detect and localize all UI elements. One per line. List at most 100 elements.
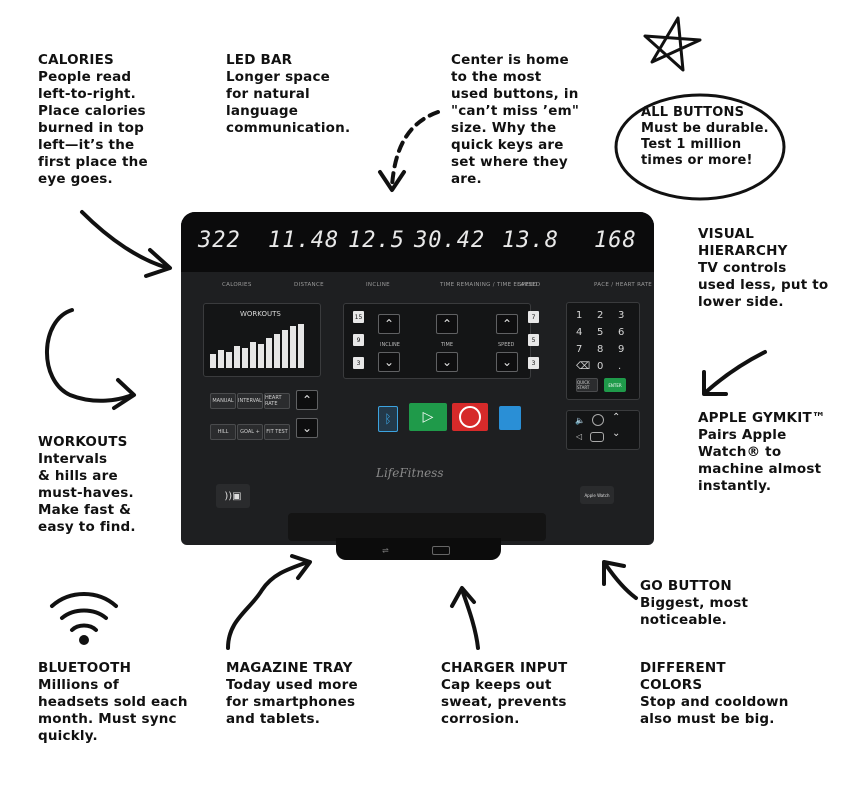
keypad-key-0[interactable]: 0 xyxy=(597,361,604,372)
annotation-magazine-tray: MAGAZINE TRAY Today used more for smartp… xyxy=(226,660,358,728)
bluetooth-icon: ᛒ xyxy=(384,412,392,426)
incline-quick-key-3[interactable]: 3 xyxy=(353,357,364,369)
speed-down-button[interactable]: ⌄ xyxy=(496,352,518,372)
annotation-body: Cap keeps out sweat, prevents corrosion. xyxy=(441,677,567,727)
annotation-title: WORKOUTS xyxy=(38,434,128,450)
annotation-body: Biggest, most noticeable. xyxy=(640,595,749,628)
speed-display: 13.8 xyxy=(502,228,559,253)
annotation-body: People read left-to-right. Place calorie… xyxy=(38,69,148,187)
chevron-down-icon: ⌄ xyxy=(301,421,313,435)
incline-quick-key-9[interactable]: 9 xyxy=(353,334,364,346)
center-arrow xyxy=(390,110,440,188)
incline-label: INCLINE xyxy=(366,282,390,288)
workout-interval-button[interactable]: INTERVAL xyxy=(237,393,263,409)
workout-manual-button[interactable]: MANUAL xyxy=(210,393,236,409)
wifi-icon xyxy=(50,592,118,645)
channel-down-icon[interactable]: ⌄ xyxy=(612,428,621,439)
usb-icon: ⇌ xyxy=(382,546,389,555)
speed-quick-key-7[interactable]: 7 xyxy=(528,311,539,323)
keypad-key-3[interactable]: 3 xyxy=(618,310,625,321)
annotation-body: Stop and cooldown also must be big. xyxy=(640,694,789,727)
workout-hill-button[interactable]: HILL xyxy=(210,424,236,440)
annotation-workouts: WORKOUTS Intervals & hills are must-have… xyxy=(38,434,136,536)
annotation-center: Center is home to the most used buttons,… xyxy=(451,52,579,188)
chevron-down-icon: ⌄ xyxy=(441,355,453,369)
incline-up-button[interactable]: ⌃ xyxy=(378,314,400,334)
chevron-down-icon: ⌄ xyxy=(383,355,395,369)
annotation-calories: CALORIES People read left-to-right. Plac… xyxy=(38,52,148,188)
magazine-tray xyxy=(288,513,546,541)
distance-label: DISTANCE xyxy=(294,282,324,288)
annotation-title: DIFFERENT COLORS xyxy=(640,660,726,693)
chevron-up-icon: ⌃ xyxy=(383,317,395,331)
time-display: 30.42 xyxy=(414,228,486,253)
keypad-key-9[interactable]: 9 xyxy=(618,344,625,355)
annotation-visual-hierarchy: VISUAL HIERARCHY TV controls used less, … xyxy=(698,226,828,311)
annotation-body: Today used more for smartphones and tabl… xyxy=(226,677,358,727)
workout-fit-test-button[interactable]: FIT TEST xyxy=(264,424,290,440)
keypad-backspace-key[interactable]: ⌫ xyxy=(576,361,591,372)
visual-hierarchy-arrow xyxy=(704,350,767,394)
annotation-title: BLUETOOTH xyxy=(38,660,132,676)
speed-quick-key-3[interactable]: 3 xyxy=(528,357,539,369)
speed-up-button[interactable]: ⌃ xyxy=(496,314,518,334)
chevron-down-icon: ⌄ xyxy=(501,355,513,369)
workout-up-button[interactable]: ⌃ xyxy=(296,390,318,410)
workout-heart-rate-button[interactable]: HEART RATE xyxy=(264,393,290,409)
workout-profile-chart xyxy=(210,324,304,368)
annotation-body: Must be durable. Test 1 million times or… xyxy=(641,121,769,168)
speed-quick-key-5[interactable]: 5 xyxy=(528,334,539,346)
calories-display: 322 xyxy=(198,228,241,253)
time-down-button[interactable]: ⌄ xyxy=(436,352,458,372)
contactless-icon: ))▣ xyxy=(224,490,242,502)
tv-back-icon[interactable]: ◁ xyxy=(576,432,583,441)
annotation-title: APPLE GYMKIT™ xyxy=(698,410,826,426)
nfc-reader[interactable]: ))▣ xyxy=(216,484,250,508)
annotation-different-colors: DIFFERENT COLORS Stop and cooldown also … xyxy=(640,660,789,728)
cc-icon[interactable] xyxy=(590,432,604,442)
gymkit-pad[interactable]: Apple Watch xyxy=(580,486,614,504)
incline-quick-key-15[interactable]: 15 xyxy=(353,311,364,323)
led-display-bar xyxy=(181,212,654,272)
keypad-dot-key[interactable]: . xyxy=(618,361,622,372)
keypad-key-5[interactable]: 5 xyxy=(597,327,604,338)
time-up-button[interactable]: ⌃ xyxy=(436,314,458,334)
keypad-key-7[interactable]: 7 xyxy=(576,344,583,355)
distance-display: 11.48 xyxy=(268,228,340,253)
magazine-tray-arrow xyxy=(226,560,310,650)
keypad-key-6[interactable]: 6 xyxy=(618,327,625,338)
go-button-arrow xyxy=(604,563,638,600)
annotation-title: VISUAL HIERARCHY xyxy=(698,226,788,259)
keypad-key-4[interactable]: 4 xyxy=(576,327,583,338)
workouts-arrow xyxy=(45,308,134,403)
brand-logo: LifeFitness xyxy=(376,466,444,480)
volume-icon[interactable]: 🔈 xyxy=(575,416,585,425)
annotation-title: CALORIES xyxy=(38,52,114,68)
charger-port[interactable] xyxy=(432,546,450,555)
channel-up-icon[interactable]: ⌃ xyxy=(612,412,621,423)
power-icon[interactable] xyxy=(592,414,604,426)
tray-lip xyxy=(336,538,501,560)
incline-down-button[interactable]: ⌄ xyxy=(378,352,400,372)
annotation-all-buttons: ALL BUTTONS Must be durable. Test 1 mill… xyxy=(641,105,769,169)
workout-goal-button[interactable]: GOAL + xyxy=(237,424,263,440)
stop-button[interactable] xyxy=(452,403,488,431)
go-button[interactable]: ▷ xyxy=(409,403,447,431)
calories-label: CALORIES xyxy=(222,282,252,288)
star-doodle xyxy=(643,16,702,72)
annotation-title: ALL BUTTONS xyxy=(641,105,745,120)
keypad-key-2[interactable]: 2 xyxy=(597,310,604,321)
bluetooth-button[interactable]: ᛒ xyxy=(378,406,398,432)
time-label: TIME REMAINING / TIME ELAPSED xyxy=(440,282,541,288)
calories-arrow xyxy=(80,210,170,270)
annotation-bluetooth: BLUETOOTH Millions of headsets sold each… xyxy=(38,660,188,745)
apple-watch-label: Apple Watch xyxy=(584,492,610,498)
cooldown-button[interactable] xyxy=(499,406,521,430)
keypad-key-1[interactable]: 1 xyxy=(576,310,583,321)
annotation-title: GO BUTTON xyxy=(640,578,732,594)
annotation-body: Intervals & hills are must-haves. Make f… xyxy=(38,451,136,535)
quick-start-button[interactable]: QUICK START xyxy=(576,378,598,392)
enter-button[interactable]: ENTER xyxy=(604,378,626,392)
workout-down-button[interactable]: ⌄ xyxy=(296,418,318,438)
keypad-key-8[interactable]: 8 xyxy=(597,344,604,355)
